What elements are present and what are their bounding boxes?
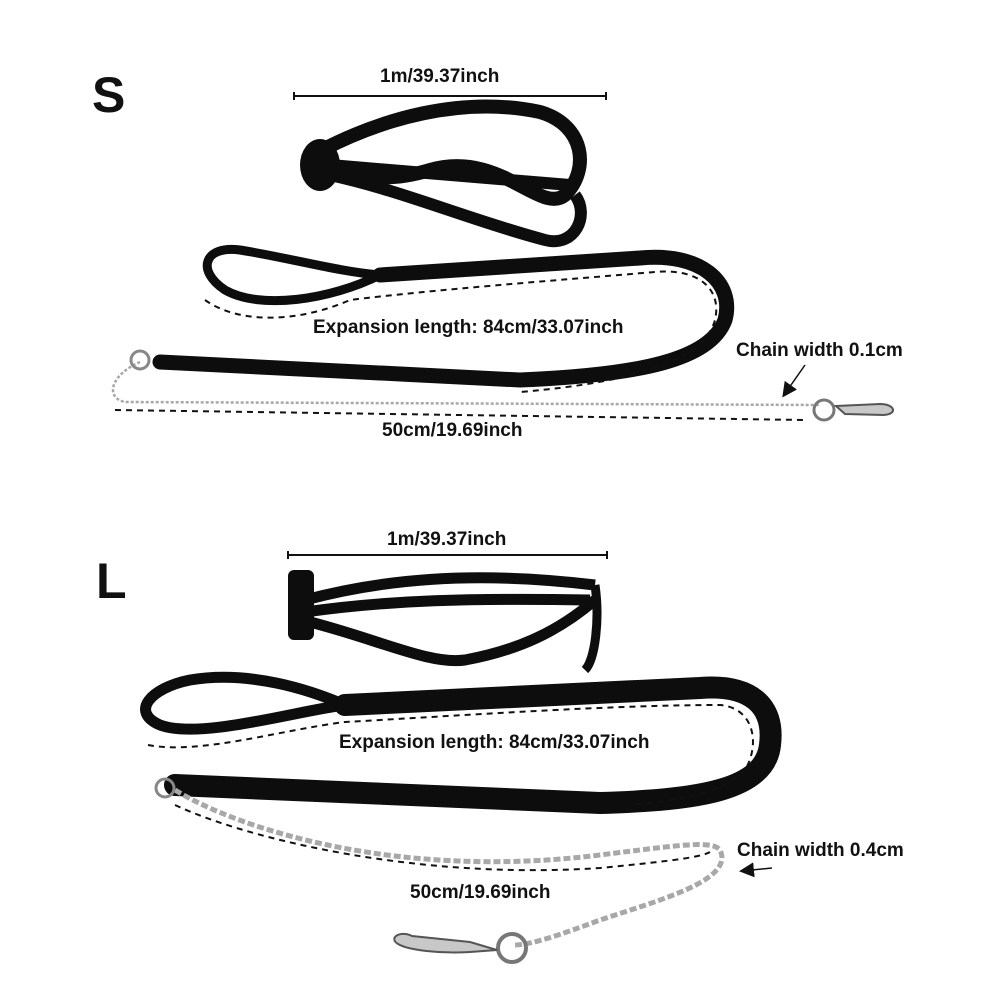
- l-expansion-guide: [147, 703, 754, 806]
- l-main-strap: [164, 676, 782, 815]
- l-handle-length-label: 1m/39.37inch: [387, 529, 507, 550]
- l-chain-width-label: Chain width 0.4cm: [737, 840, 904, 861]
- section-s-leash: [111, 92, 894, 422]
- l-snap-ring: [496, 932, 528, 964]
- l-harness-buckle: [288, 570, 314, 640]
- size-label-l: L: [96, 553, 127, 609]
- l-handle-measure-bar: [287, 551, 608, 559]
- s-snap-hook: [833, 402, 894, 417]
- l-harness: [303, 572, 599, 667]
- s-chain-width-arrow: [782, 364, 806, 398]
- s-expansion-guide: [204, 270, 718, 393]
- l-expansion-length-label: Expansion length: 84cm/33.07inch: [339, 732, 650, 753]
- s-expansion-length-label: Expansion length: 84cm/33.07inch: [313, 317, 624, 338]
- l-chain-guide: [174, 804, 711, 872]
- l-chain: [173, 787, 725, 948]
- l-chain-length-label: 50cm/19.69inch: [410, 882, 551, 903]
- s-harness-buckle: [300, 139, 340, 191]
- s-main-strap: [152, 249, 735, 388]
- s-chain: [111, 360, 821, 407]
- s-chain-ring: [129, 349, 151, 371]
- s-chain-guide: [114, 409, 806, 421]
- s-handle-length-label: 1m/39.37inch: [380, 66, 500, 87]
- size-label-s: S: [92, 67, 126, 123]
- s-harness: [315, 99, 587, 206]
- l-chain-width-arrow: [739, 862, 773, 878]
- s-handle-measure-bar: [293, 92, 607, 100]
- s-snap-ring: [812, 398, 836, 422]
- s-handle-loop: [202, 244, 397, 306]
- s-chain-length-label: 50cm/19.69inch: [382, 420, 523, 441]
- l-chain-ring: [154, 777, 176, 799]
- s-chain-width-label: Chain width 0.1cm: [736, 340, 903, 361]
- l-handle-loop: [140, 671, 367, 735]
- l-snap-hook: [393, 932, 498, 954]
- section-l-leash: [140, 551, 782, 964]
